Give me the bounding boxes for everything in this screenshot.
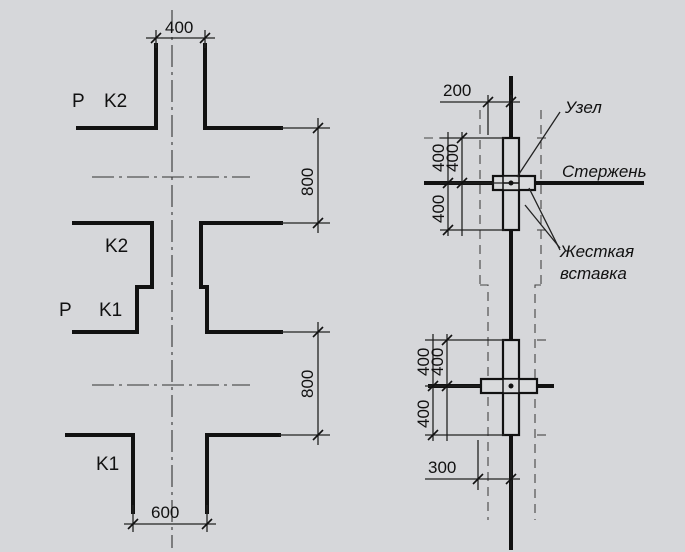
top-left-wall-outline xyxy=(76,43,158,130)
dim-lower-b-text: 400 xyxy=(428,348,447,376)
leader-node xyxy=(516,111,561,178)
dim-bottom-offset-text: 300 xyxy=(428,458,456,477)
dim-lower-c-text: 400 xyxy=(414,400,433,428)
dim-upper-height-text: 800 xyxy=(298,168,317,196)
bottom-right-wall-outline xyxy=(205,433,281,514)
dim-upper-height: 800 xyxy=(281,118,330,233)
column-outline-left-lower xyxy=(480,284,489,520)
middle-left-wall-outline xyxy=(72,221,154,334)
dim-top-width: 400 xyxy=(146,18,215,48)
dim-upper-vertical: 400 400 400 xyxy=(429,132,505,236)
dim-lower-vertical: 400 400 400 xyxy=(414,334,505,441)
rigid-insert-label-1: Жесткая xyxy=(559,242,634,261)
middle-k1-label: K1 xyxy=(99,300,122,321)
rod-label: Стержень xyxy=(562,162,647,181)
top-k2-label: K2 xyxy=(104,91,127,112)
column-outline-right-lower xyxy=(534,284,541,520)
node-label: Узел xyxy=(564,98,602,117)
node-point-upper xyxy=(508,180,514,186)
dim-bottom-width-text: 600 xyxy=(151,503,179,522)
left-column-figure: P K2 K2 P K1 K1 400 800 xyxy=(59,10,330,548)
dim-upper-b-text: 400 xyxy=(443,144,462,172)
node-point-lower xyxy=(508,383,514,389)
leader-insert-1 xyxy=(524,204,561,249)
dim-bottom-width: 600 xyxy=(124,503,216,532)
dim-lower-height-text: 800 xyxy=(298,370,317,398)
dim-upper-a-text: 400 xyxy=(429,144,448,172)
dim-top-width-text: 400 xyxy=(165,18,193,37)
dim-upper-c-text: 400 xyxy=(429,195,448,223)
rigid-insert-label-2: вставка xyxy=(560,264,627,283)
dim-lower-a-text: 400 xyxy=(414,348,433,376)
rigid-insert-upper xyxy=(491,136,537,232)
rigid-insert-lower xyxy=(479,338,539,437)
top-right-wall-outline xyxy=(203,43,283,130)
dim-bottom-offset: 300 xyxy=(425,440,520,490)
leader-insert-2 xyxy=(528,187,561,251)
bottom-left-wall-outline xyxy=(65,433,135,514)
middle-p-label: P xyxy=(59,300,72,321)
middle-right-wall-outline xyxy=(199,221,283,334)
right-frame-model-figure: Узел Стержень Жесткая вставка 200 400 40… xyxy=(414,76,647,550)
dim-top-offset-text: 200 xyxy=(443,81,471,100)
dim-top-offset: 200 xyxy=(440,81,520,135)
middle-k2-label: K2 xyxy=(105,236,128,257)
top-p-label: P xyxy=(72,91,85,112)
bottom-k1-label: K1 xyxy=(96,454,119,475)
dim-lower-height: 800 xyxy=(279,322,330,445)
